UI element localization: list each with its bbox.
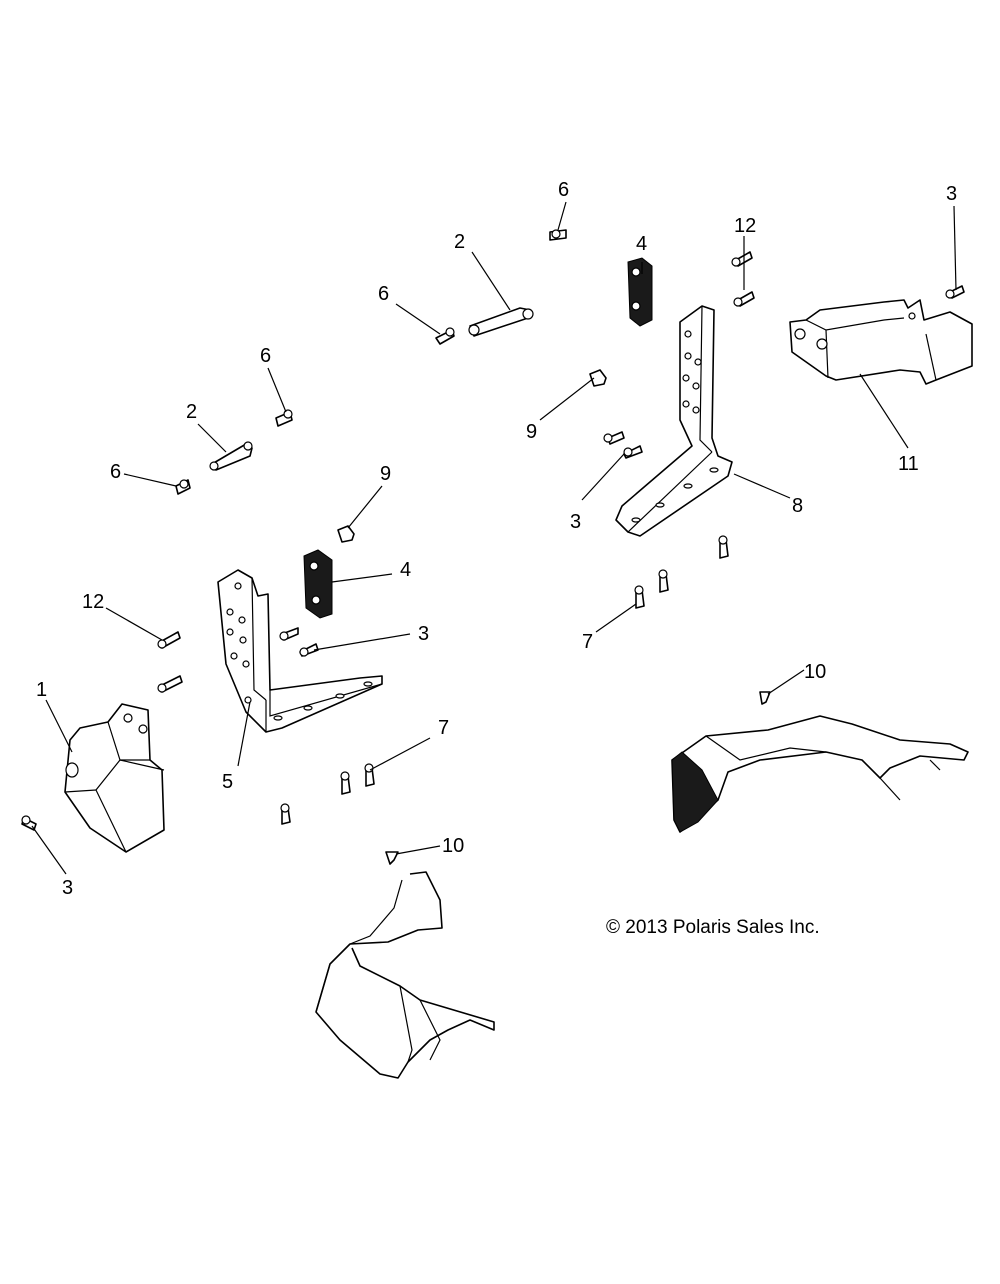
callout-8: 8	[792, 495, 803, 517]
part-1-bracket	[64, 703, 165, 853]
lower-body-right	[671, 715, 969, 833]
callout-6-top-left: 6	[378, 283, 389, 305]
copyright-notice: © 2013 Polaris Sales Inc.	[606, 917, 820, 938]
callout-3-right: 3	[570, 511, 581, 533]
callout-9-left: 9	[380, 463, 391, 485]
callout-6-left-upper: 6	[260, 345, 271, 367]
lower-body-left	[315, 871, 495, 1079]
callout-10-right: 10	[804, 661, 826, 683]
part-4-clamp-right	[627, 257, 653, 327]
callout-11: 11	[898, 453, 919, 475]
callout-4-right: 4	[636, 233, 647, 255]
callout-1: 1	[36, 679, 47, 701]
callout-2-left: 2	[186, 401, 197, 423]
part-11-bracket	[789, 299, 973, 385]
leader-lines	[31, 201, 957, 875]
callout-7-right: 7	[582, 631, 593, 653]
callout-3-top-right: 3	[946, 183, 957, 205]
callout-labels: 1 2 2 3 3 3 3 4 4 5 6 6 6 6 7 7 8 9 9 10…	[36, 179, 957, 899]
callout-12-right: 12	[734, 215, 756, 237]
callout-6-left: 6	[110, 461, 121, 483]
part-4-clamp-left	[303, 549, 333, 619]
callout-10-left: 10	[442, 835, 464, 857]
part-5-bracket	[217, 569, 383, 733]
callout-6-top: 6	[558, 179, 569, 201]
part-8-bracket	[615, 305, 733, 537]
callout-2-top: 2	[454, 231, 465, 253]
callout-4-left: 4	[400, 559, 411, 581]
callout-7-left: 7	[438, 717, 449, 739]
callout-5: 5	[222, 771, 233, 793]
callout-12-left: 12	[82, 591, 104, 613]
callout-3-mid: 3	[418, 623, 429, 645]
callout-9-right: 9	[526, 421, 537, 443]
callout-3-bottom-left: 3	[62, 877, 73, 899]
